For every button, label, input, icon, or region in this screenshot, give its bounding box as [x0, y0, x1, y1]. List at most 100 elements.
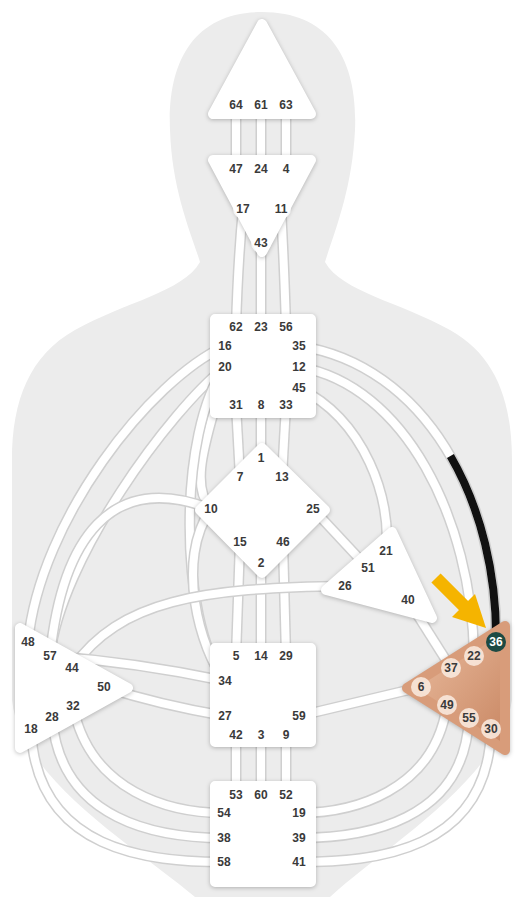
center-shape: 514293427594239 — [210, 643, 316, 747]
center-shape: 1713102515462 — [193, 441, 332, 580]
gate-number: 36 — [486, 632, 506, 652]
arrow-head — [452, 594, 486, 628]
gate-number: 54 — [214, 803, 234, 823]
gate-number: 64 — [226, 95, 246, 115]
gate-number: 11 — [271, 199, 291, 219]
gate-number: 53 — [226, 785, 246, 805]
gate-number: 2 — [251, 553, 271, 573]
gate-number: 3 — [251, 725, 271, 745]
channel-core — [236, 542, 240, 656]
gate-number: 49 — [437, 695, 457, 715]
gate-number: 58 — [214, 852, 234, 872]
gate-number: 44 — [62, 658, 82, 678]
channel — [31, 729, 224, 862]
gate-number: 1 — [251, 448, 271, 468]
channel — [50, 498, 211, 656]
channel-edge — [299, 687, 421, 716]
body-outline — [12, 12, 512, 897]
gate-number: 33 — [276, 395, 296, 415]
gate-number: 9 — [276, 725, 296, 745]
channel-core — [281, 209, 286, 327]
center-fill — [200, 448, 325, 573]
center-shape: 646163 — [206, 16, 320, 120]
channel-core — [299, 705, 447, 813]
gate-number: 41 — [289, 852, 309, 872]
channel-edge — [31, 729, 224, 862]
gate-number: 51 — [358, 558, 378, 578]
gate-number: 4 — [276, 159, 296, 179]
channel — [236, 209, 243, 327]
gate-number: 56 — [276, 317, 296, 337]
gate-number: 7 — [230, 467, 250, 487]
gate-number: 50 — [94, 677, 114, 697]
center-shape: 622356163520124531833 — [210, 314, 316, 418]
gate-number: 31 — [226, 395, 246, 415]
channel-core — [31, 729, 224, 862]
gate-number: 10 — [201, 499, 221, 519]
gate-number: 17 — [233, 199, 253, 219]
gate-number: 32 — [63, 696, 83, 716]
gate-number: 34 — [215, 671, 235, 691]
gate-number: 59 — [289, 706, 309, 726]
gate-number: 61 — [251, 95, 271, 115]
channel — [299, 729, 491, 862]
channel-edge — [283, 542, 286, 656]
channel-core — [299, 718, 469, 838]
channel — [52, 717, 224, 838]
center-fill — [213, 160, 311, 252]
channel — [281, 209, 286, 327]
center-shape: 536052 54 19 38 39 58 41 — [210, 781, 316, 887]
gate-number: 8 — [251, 395, 271, 415]
center-outline — [320, 526, 438, 624]
channel-core — [299, 687, 421, 716]
center-fill — [215, 786, 311, 882]
gate-number: 62 — [226, 317, 246, 337]
channel-core — [236, 209, 243, 327]
gate-number: 14 — [251, 646, 271, 666]
gate-number: 40 — [398, 590, 418, 610]
channel-edge — [236, 542, 240, 656]
gate-number: 37 — [441, 658, 461, 678]
gate-number: 29 — [276, 646, 296, 666]
gate-number: 16 — [215, 336, 235, 356]
center-shape: 47244 17 1143 — [206, 154, 320, 260]
gate-number: 46 — [273, 532, 293, 552]
gate-number: 15 — [230, 532, 250, 552]
gate-number: 19 — [289, 803, 309, 823]
channel-edge — [236, 209, 243, 327]
yellow-arrow — [436, 578, 486, 628]
center-shape: 3622376495530 — [401, 620, 511, 756]
gate-number: 6 — [411, 677, 431, 697]
gate-number: 20 — [215, 357, 235, 377]
channel — [299, 687, 421, 716]
channel-edge — [50, 498, 211, 656]
gate-number: 18 — [21, 719, 41, 739]
channel-core — [283, 542, 286, 656]
gate-number: 52 — [276, 785, 296, 805]
channel-edge — [52, 717, 224, 838]
center-shape: 215126 40 — [320, 526, 438, 624]
gate-number: 47 — [226, 159, 246, 179]
gate-number: 12 — [289, 357, 309, 377]
gate-number: 28 — [42, 707, 62, 727]
gate-number: 24 — [251, 159, 271, 179]
channel-core — [299, 729, 491, 862]
channel — [236, 542, 240, 656]
gate-number: 26 — [335, 576, 355, 596]
channel — [299, 718, 469, 838]
gate-number: 55 — [459, 708, 479, 728]
gate-number: 43 — [251, 233, 271, 253]
gate-number: 38 — [214, 828, 234, 848]
gate-number: 30 — [481, 719, 501, 739]
channel-edge — [299, 718, 469, 838]
center-shape: 48574450322818 — [14, 622, 134, 754]
gate-number: 23 — [251, 317, 271, 337]
gate-number: 48 — [18, 632, 38, 652]
gate-number: 45 — [289, 378, 309, 398]
gate-number: 60 — [251, 785, 271, 805]
channel-edge — [281, 209, 286, 327]
gate-number: 21 — [376, 541, 396, 561]
gate-number: 39 — [289, 828, 309, 848]
channel-edge — [299, 705, 447, 813]
channel-edge — [299, 729, 491, 862]
